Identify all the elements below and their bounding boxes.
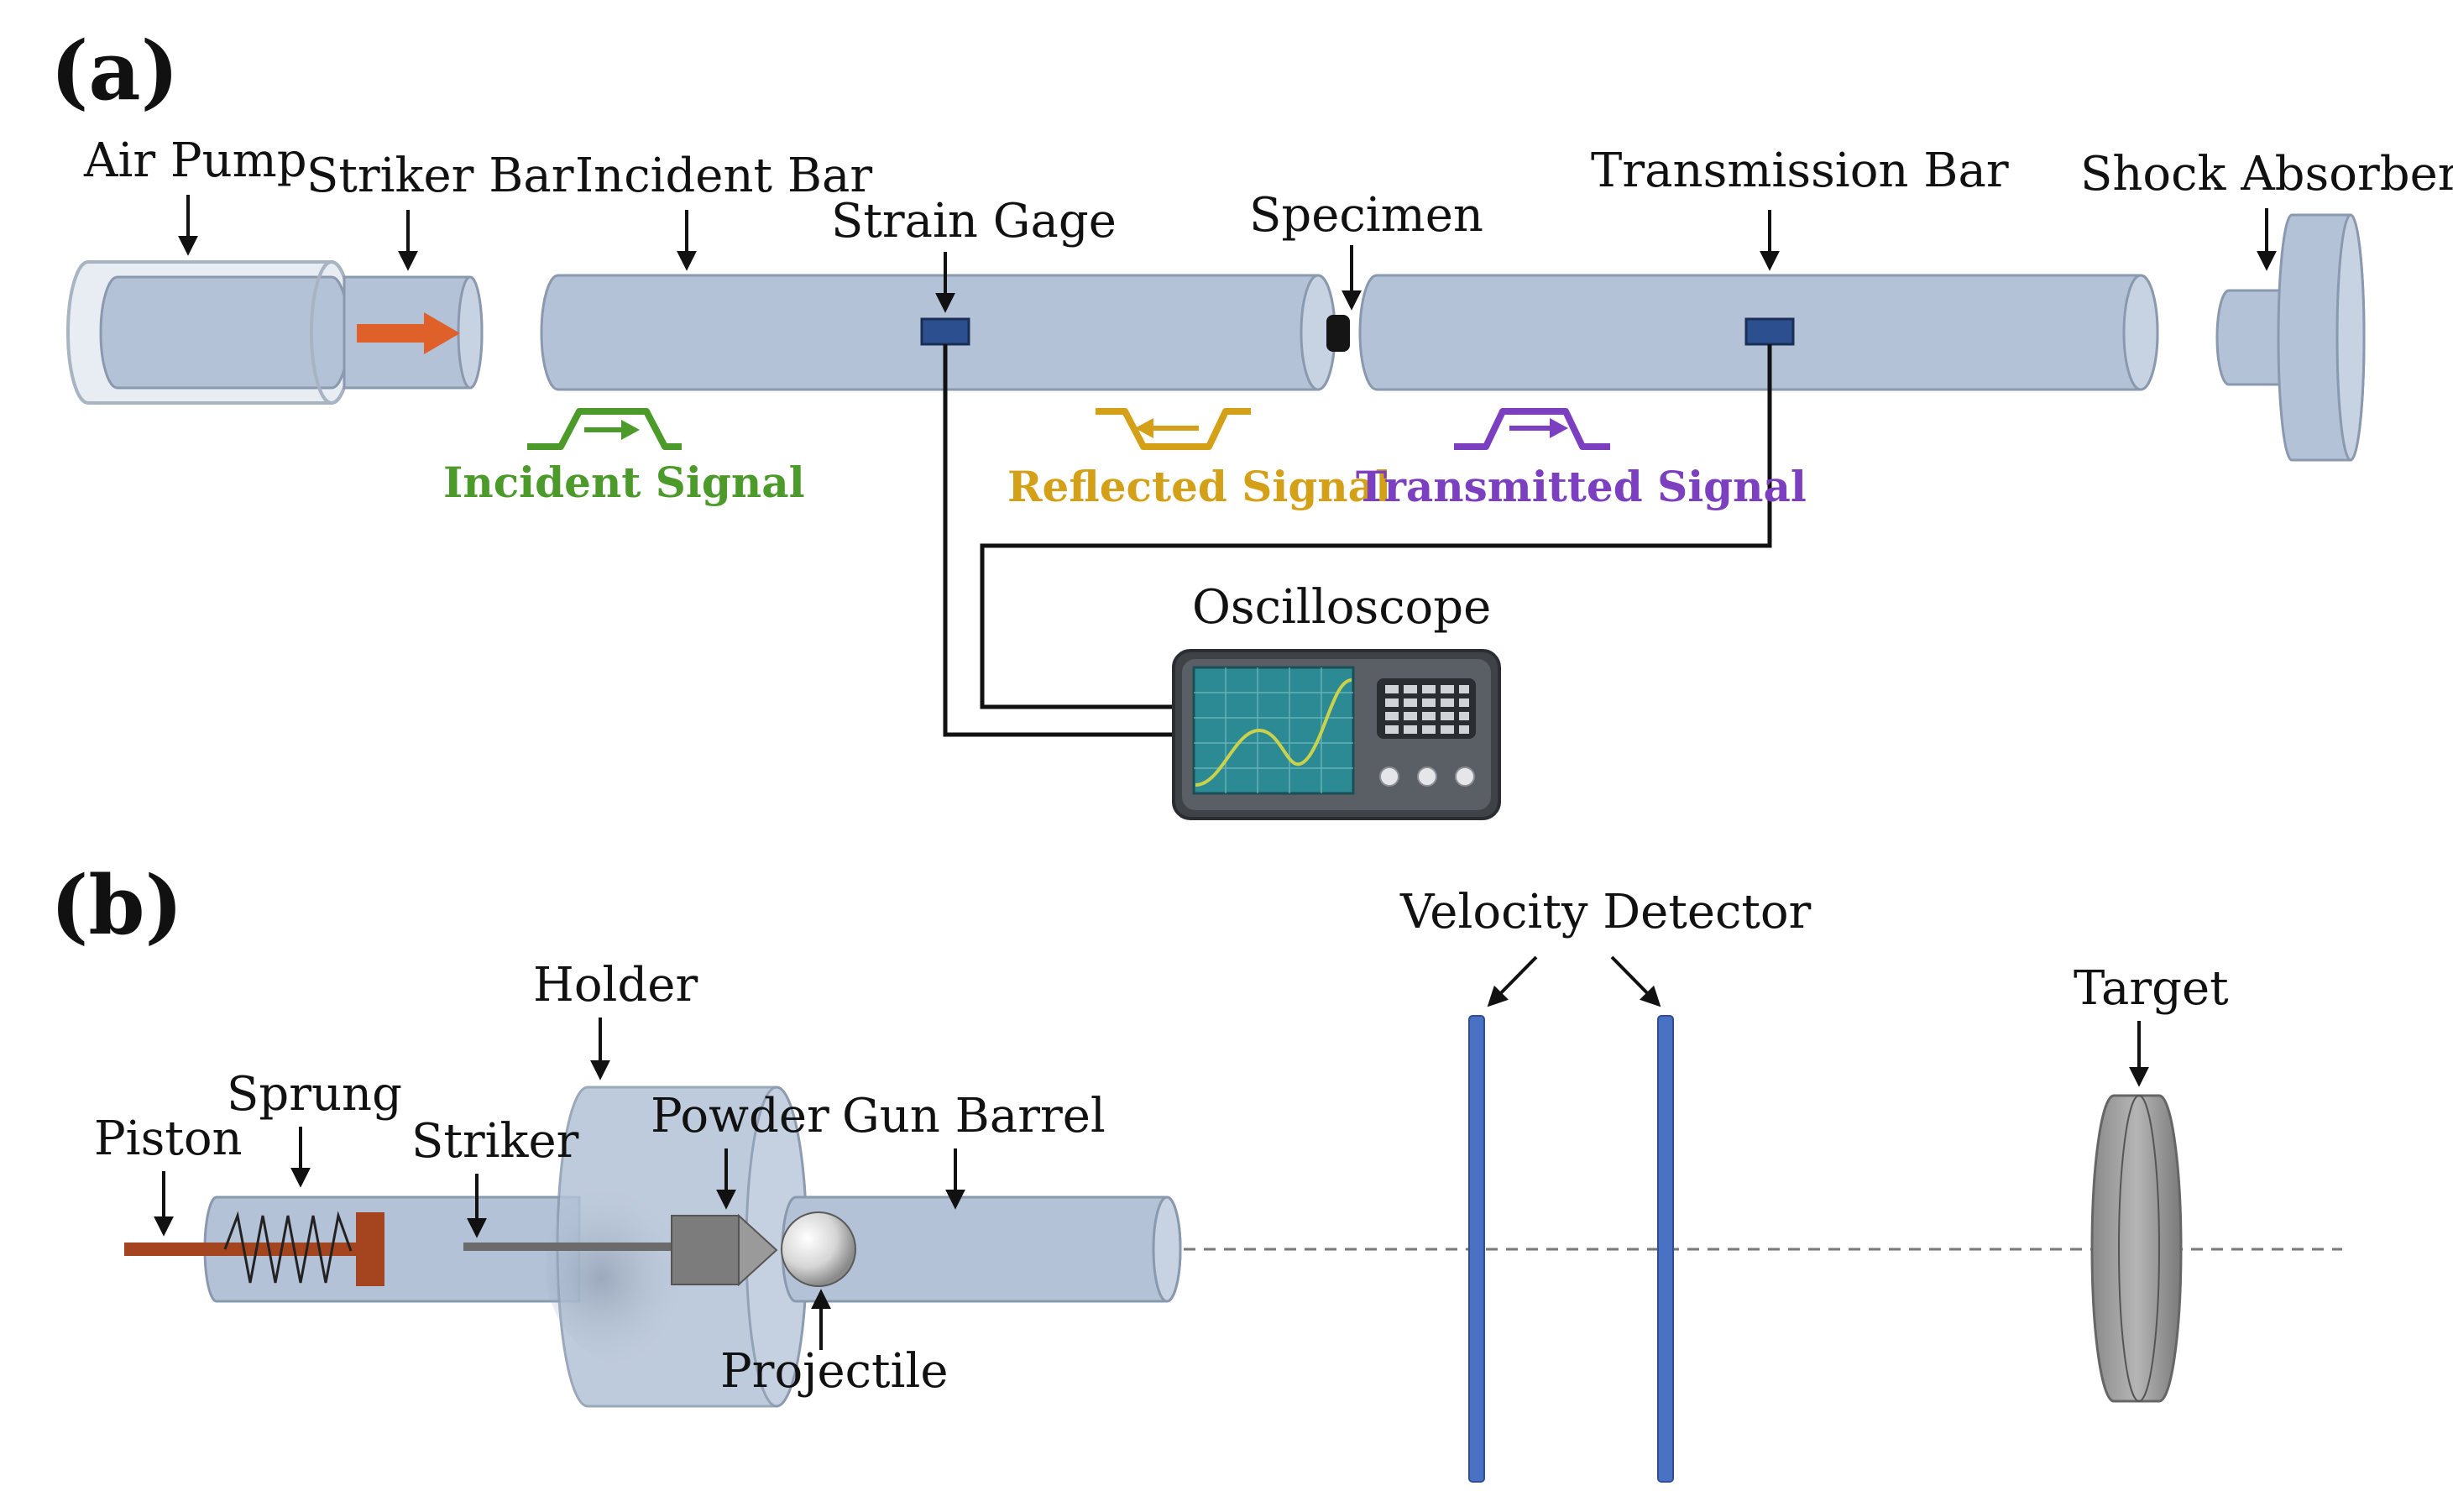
piston-label: Piston (94, 1112, 243, 1166)
specimen-label: Specimen (1249, 188, 1483, 243)
wire-transmission-gage (980, 344, 1772, 709)
air-pump (66, 260, 353, 405)
air-pump-label: Air Pump (83, 133, 307, 188)
shock-absorber (2215, 213, 2366, 462)
transmission-bar-label: Transmission Bar (1591, 144, 2009, 198)
holder-label: Holder (533, 958, 698, 1012)
oscilloscope-screen (1192, 666, 1355, 795)
powder-label: Powder (651, 1089, 829, 1143)
reflected-signal-label: Reflected Signal (1007, 462, 1391, 511)
oscilloscope-keypad (1377, 678, 1476, 739)
velocity-detector-arrow-1 (1487, 955, 1538, 1007)
velocity-detector-2 (1657, 1015, 1674, 1483)
strain-gage-incident (920, 317, 970, 346)
striker-direction-arrow (357, 312, 460, 354)
panel-a-label: (a) (50, 24, 179, 118)
velocity-detector-label: Velocity Detector (1399, 885, 1812, 939)
gun-barrel-label: Gun Barrel (842, 1089, 1106, 1143)
oscilloscope-knobs (1379, 766, 1475, 787)
incident-bar-label: Incident Bar (575, 149, 872, 203)
powder-cartridge (671, 1213, 778, 1287)
spring (223, 1211, 353, 1284)
piston (124, 1243, 359, 1256)
velocity-detector-arrow-2 (1610, 955, 1661, 1007)
strain-gage-label: Strain Gage (831, 194, 1117, 249)
piston-head (356, 1212, 384, 1286)
oscilloscope (1172, 649, 1501, 820)
striker-bar-label: Striker Bar (306, 149, 574, 203)
specimen (1326, 315, 1350, 352)
target-label: Target (2074, 961, 2229, 1016)
shock-absorber-label: Shock Absorber (2080, 147, 2453, 201)
projectile (781, 1211, 856, 1287)
transmitted-signal-icon (1454, 408, 1610, 450)
oscilloscope-label: Oscilloscope (1192, 580, 1491, 635)
striker-rod (463, 1243, 682, 1251)
reflected-signal-icon (1096, 408, 1251, 450)
velocity-detector-1 (1468, 1015, 1485, 1483)
sprung-label: Sprung (227, 1067, 402, 1122)
incident-signal-label: Incident Signal (443, 458, 805, 507)
striker-label: Striker (411, 1114, 579, 1169)
strain-gage-transmission (1744, 317, 1795, 346)
projectile-label: Projectile (720, 1344, 949, 1399)
target (2090, 1094, 2183, 1403)
wire-incident-gage (943, 344, 1184, 737)
transmitted-signal-label: Transmitted Signal (1356, 462, 1807, 511)
incident-signal-icon (527, 408, 682, 450)
gun-barrel (781, 1195, 1182, 1303)
panel-b-label: (b) (50, 858, 183, 953)
